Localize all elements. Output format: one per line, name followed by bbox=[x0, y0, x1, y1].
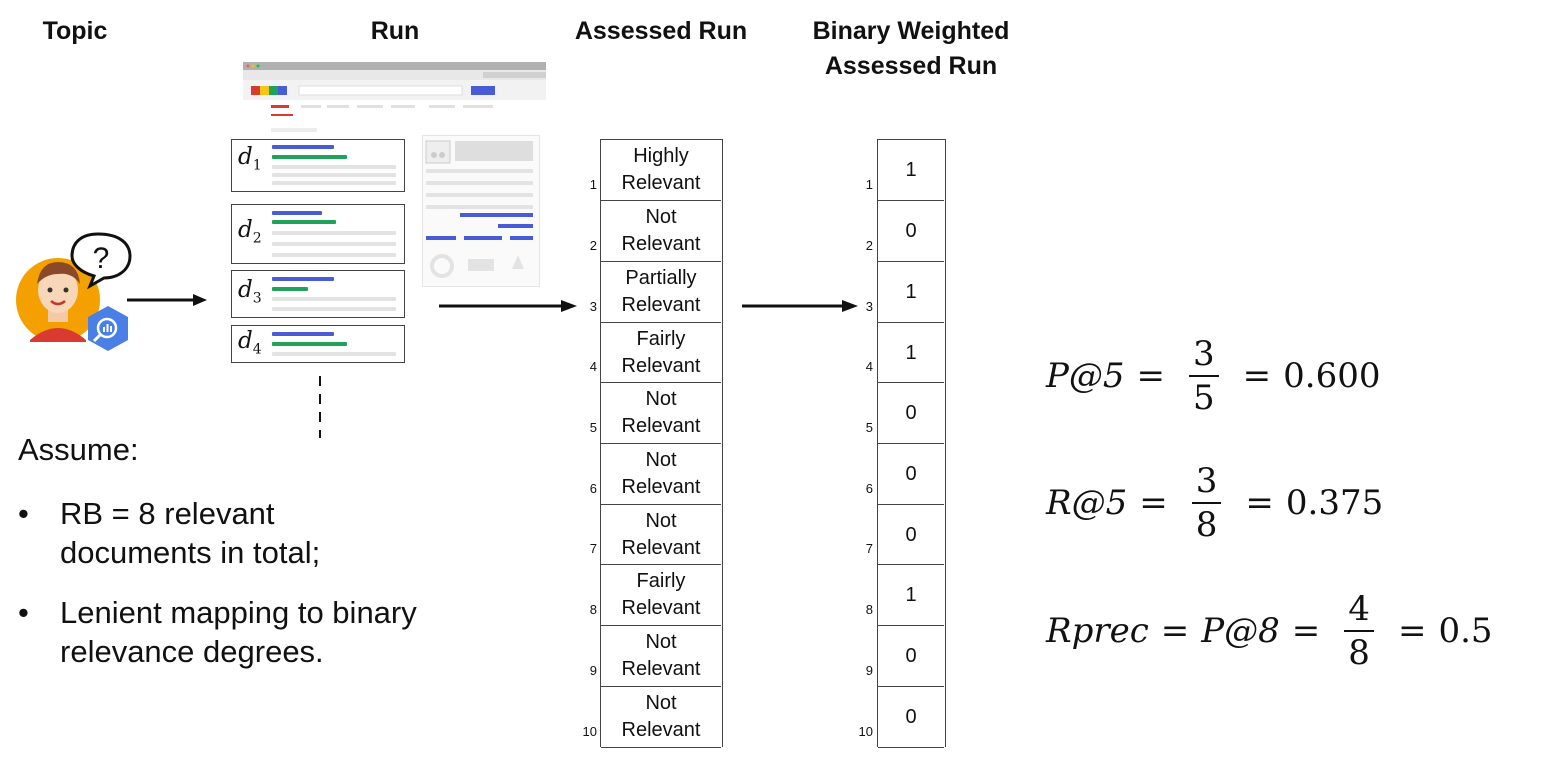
binary-rank: 2 bbox=[865, 238, 873, 253]
document-card-3[interactable]: d3 bbox=[231, 270, 405, 318]
binary-rank: 1 bbox=[865, 177, 873, 192]
bullet-dot: • bbox=[18, 496, 29, 531]
binary-cell: 0 bbox=[878, 505, 944, 565]
header-assessed-run: Assessed Run bbox=[574, 17, 748, 45]
binary-cell: 1 bbox=[878, 262, 944, 323]
assessed-rank: 4 bbox=[589, 359, 597, 374]
document-card-1[interactable]: d1 bbox=[231, 139, 405, 192]
binary-rank: 10 bbox=[858, 724, 873, 739]
binary-cell: 0 bbox=[878, 383, 944, 444]
question-mark: ? bbox=[93, 242, 110, 275]
binary-rank: 7 bbox=[865, 541, 873, 556]
document-label-3: d3 bbox=[238, 277, 262, 307]
assessed-rank: 5 bbox=[589, 420, 597, 435]
document-label-1: d1 bbox=[238, 144, 262, 174]
document-card-2[interactable]: d2 bbox=[231, 204, 405, 264]
assessed-rank: 1 bbox=[589, 177, 597, 192]
binary-rank: 4 bbox=[865, 359, 873, 374]
binary-run-list: 1 0 1 1 0 0 0 1 0 0 bbox=[877, 139, 946, 748]
assume-bullet-2: • Lenient mapping to binary relevance de… bbox=[18, 593, 498, 673]
binary-rank: 8 bbox=[865, 602, 873, 617]
assessed-rank: 9 bbox=[589, 663, 597, 678]
header-binary-line1: Binary Weighted bbox=[812, 17, 1010, 45]
binary-rank: 5 bbox=[865, 420, 873, 435]
header-binary-line2: Assessed Run bbox=[824, 52, 998, 80]
search-analytics-icon bbox=[88, 306, 128, 351]
assessed-rank: 2 bbox=[589, 238, 597, 253]
arrow-run-to-assessed bbox=[439, 300, 577, 312]
arrow-assessed-to-binary bbox=[742, 300, 858, 312]
assessed-rank: 10 bbox=[582, 724, 597, 739]
binary-rank: 6 bbox=[865, 481, 873, 496]
assessed-rank: 7 bbox=[589, 541, 597, 556]
bullet-dot: • bbox=[18, 595, 29, 630]
header-run: Run bbox=[370, 17, 420, 45]
binary-rank: 9 bbox=[865, 663, 873, 678]
bullet-text: Lenient mapping to binary relevance degr… bbox=[60, 595, 417, 669]
binary-cell: 1 bbox=[878, 323, 944, 383]
header-binary-weighted: Binary Weighted Assessed Run bbox=[790, 14, 1032, 84]
document-label-4: d4 bbox=[238, 328, 262, 358]
user-avatar-icon bbox=[16, 258, 100, 342]
header-topic: Topic bbox=[42, 17, 108, 45]
binary-rank: 3 bbox=[865, 299, 873, 314]
binary-cell: 0 bbox=[878, 444, 944, 505]
assume-bullet-1: • RB = 8 relevant documents in total; bbox=[18, 494, 498, 574]
question-bubble-icon: ? bbox=[70, 232, 132, 290]
binary-cell: 1 bbox=[878, 565, 944, 626]
binary-cell: 1 bbox=[878, 140, 944, 201]
assessed-rank: 3 bbox=[589, 299, 597, 314]
assessed-rank: 6 bbox=[589, 481, 597, 496]
topic-illustration: ? bbox=[16, 232, 132, 351]
document-card-4[interactable]: d4 bbox=[231, 325, 405, 363]
document-label-2: d2 bbox=[238, 217, 262, 247]
bullet-text: RB = 8 relevant documents in total; bbox=[60, 496, 321, 570]
binary-cell: 0 bbox=[878, 201, 944, 262]
assessed-rank: 8 bbox=[589, 602, 597, 617]
browser-mockup bbox=[243, 62, 546, 132]
binary-cell: 0 bbox=[878, 626, 944, 687]
assume-title: Assume: bbox=[18, 432, 139, 467]
continuation-dashes bbox=[319, 376, 321, 438]
arrow-topic-to-run bbox=[127, 294, 207, 306]
binary-cell: 0 bbox=[878, 687, 944, 748]
side-panel-mockup bbox=[422, 135, 540, 287]
